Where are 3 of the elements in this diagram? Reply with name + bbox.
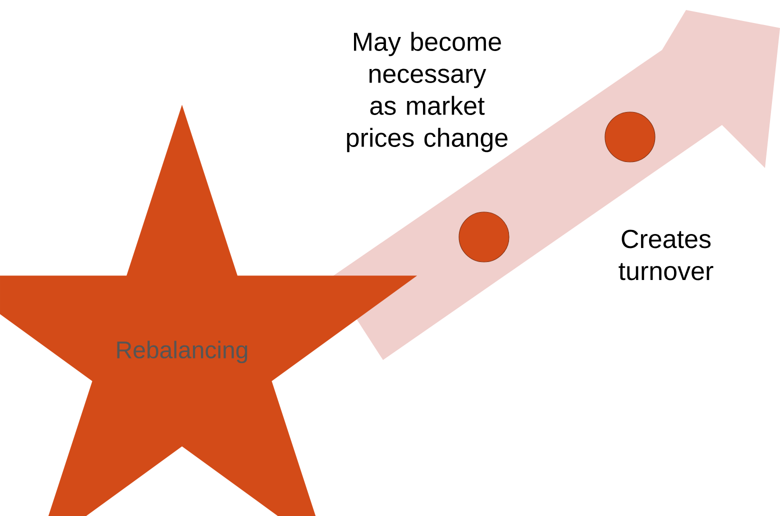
dot-marker bbox=[458, 212, 510, 262]
dot-marker bbox=[604, 112, 656, 162]
note-text: Creates turnover bbox=[618, 230, 714, 280]
